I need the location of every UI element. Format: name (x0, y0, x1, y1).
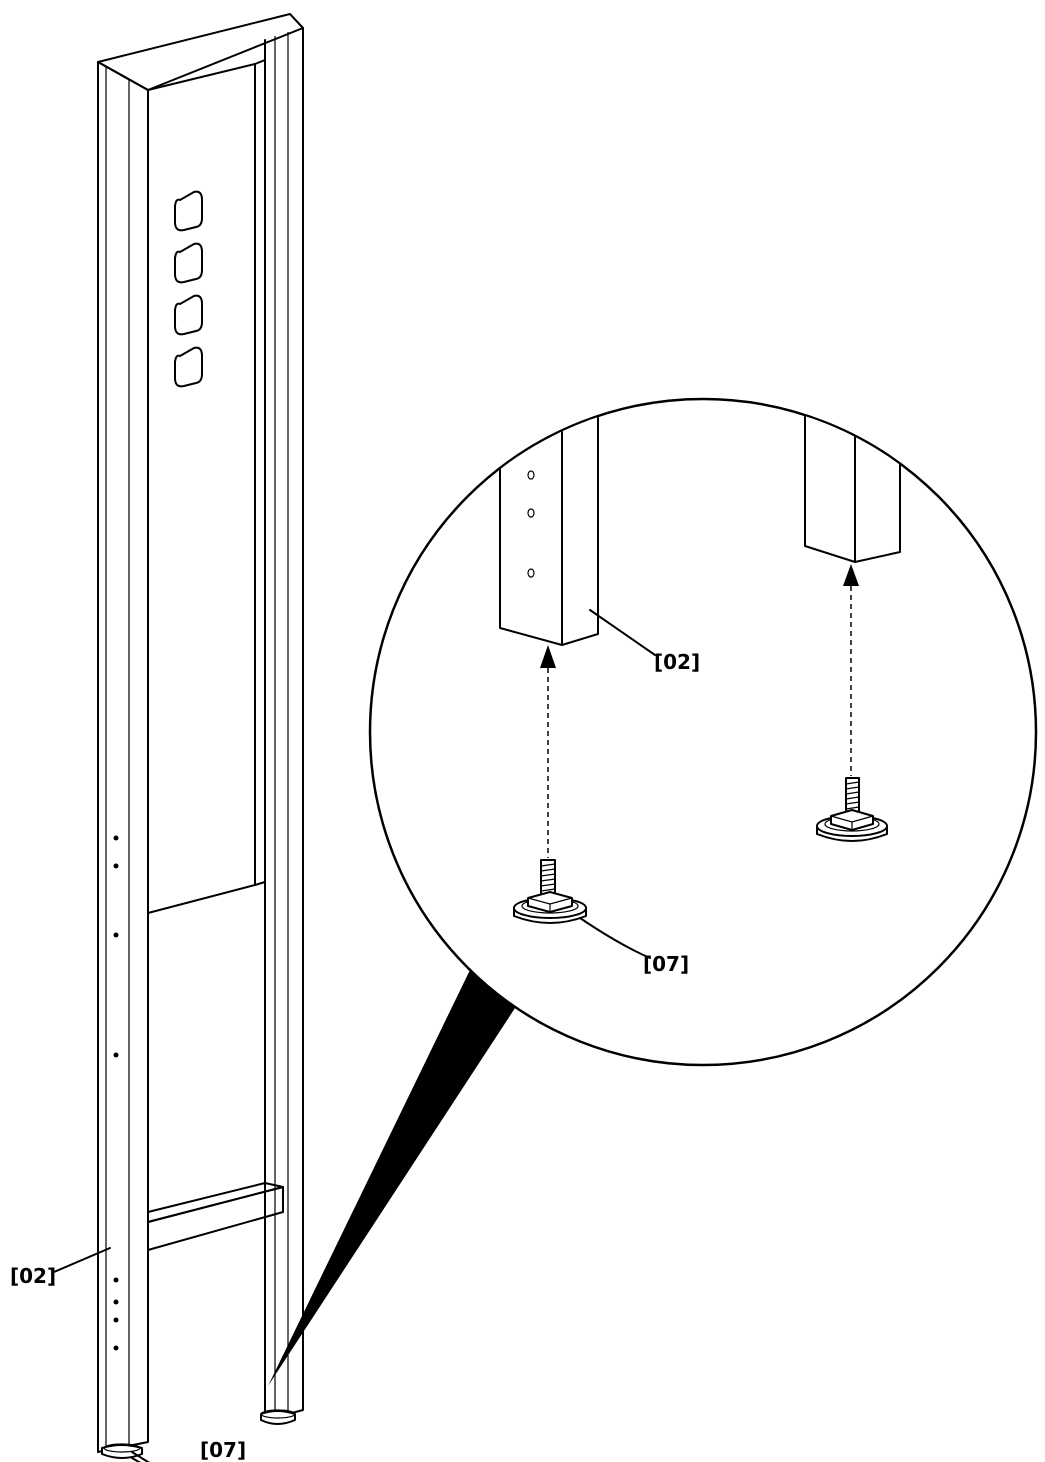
label-02-detail: [02] (654, 650, 700, 674)
back-panel (147, 63, 256, 914)
adjustment-holes (113, 835, 119, 1351)
side-frame-assembly (97, 13, 304, 1459)
detail-circle (368, 397, 1038, 1067)
insert-arrow-left (540, 645, 556, 858)
detail-leveling-foot-right (816, 777, 888, 842)
label-07-detail: [07] (643, 952, 689, 976)
label-02-main: [02] (10, 1264, 56, 1288)
detail-leg-right (804, 400, 901, 563)
leveling-foot-front (101, 1443, 143, 1459)
leader-07-detail (579, 917, 651, 959)
vent-slots (174, 190, 203, 388)
insert-arrow-right (843, 564, 859, 776)
leveling-foot-rear (260, 1409, 296, 1425)
top-bar (98, 14, 303, 1452)
leader-02-main (53, 1247, 111, 1273)
detail-leveling-foot-left (513, 859, 587, 924)
leader-02-detail (589, 609, 656, 656)
detail-leg-left (499, 400, 599, 646)
label-07-main: [07] (200, 1438, 246, 1462)
detail-pointer (268, 970, 517, 1386)
